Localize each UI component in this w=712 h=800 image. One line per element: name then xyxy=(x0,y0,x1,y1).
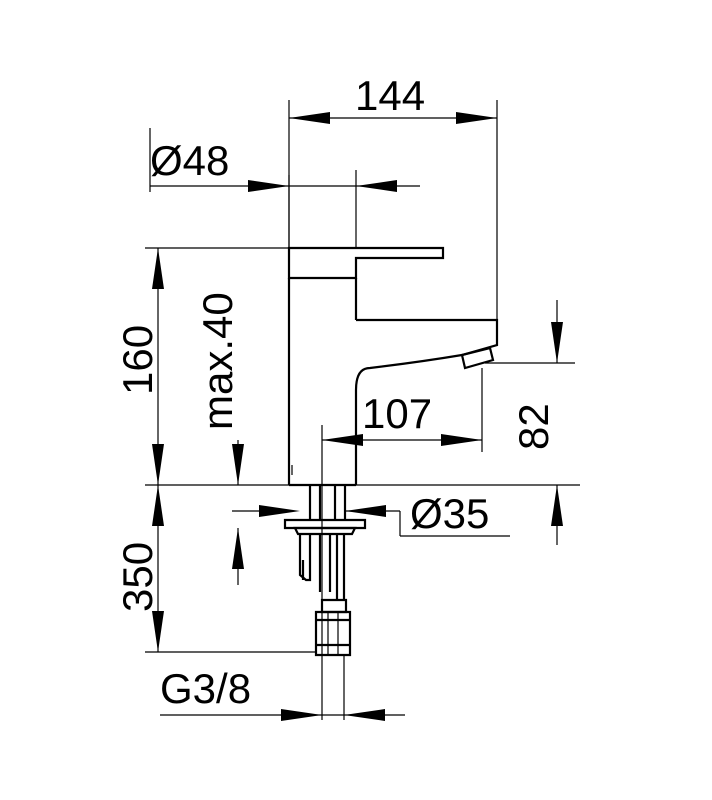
dimension-height: 160 xyxy=(114,247,289,486)
dimension-hose-length: 350 xyxy=(114,485,316,653)
dimension-base-diameter: Ø35 xyxy=(232,490,510,537)
width-label: 144 xyxy=(355,72,425,119)
height-label: 160 xyxy=(114,325,161,395)
base-diameter-label: Ø35 xyxy=(410,490,489,537)
hose-length-label: 350 xyxy=(114,542,161,612)
dimension-spout-height: 82 xyxy=(356,300,580,545)
lever-handle xyxy=(287,246,445,280)
dimension-body-diameter: Ø48 xyxy=(149,128,420,248)
spout xyxy=(354,318,499,485)
body-column xyxy=(287,278,358,485)
spout-height-label: 82 xyxy=(510,403,557,450)
aerator xyxy=(460,346,495,370)
dimension-width: 144 xyxy=(288,72,498,320)
spout-reach-label: 107 xyxy=(362,390,432,437)
dimension-connection: G3/8 xyxy=(160,655,405,721)
max-thickness-label: max.40 xyxy=(194,292,241,430)
dimension-spout-reach: 107 xyxy=(321,368,483,720)
dimension-max-thickness: max.40 xyxy=(194,292,244,585)
connector-nut xyxy=(320,598,348,614)
base-plate xyxy=(283,518,367,530)
connection-label: G3/8 xyxy=(160,665,251,712)
faucet-outline xyxy=(287,246,499,487)
body-diameter-label: Ø48 xyxy=(150,137,229,184)
